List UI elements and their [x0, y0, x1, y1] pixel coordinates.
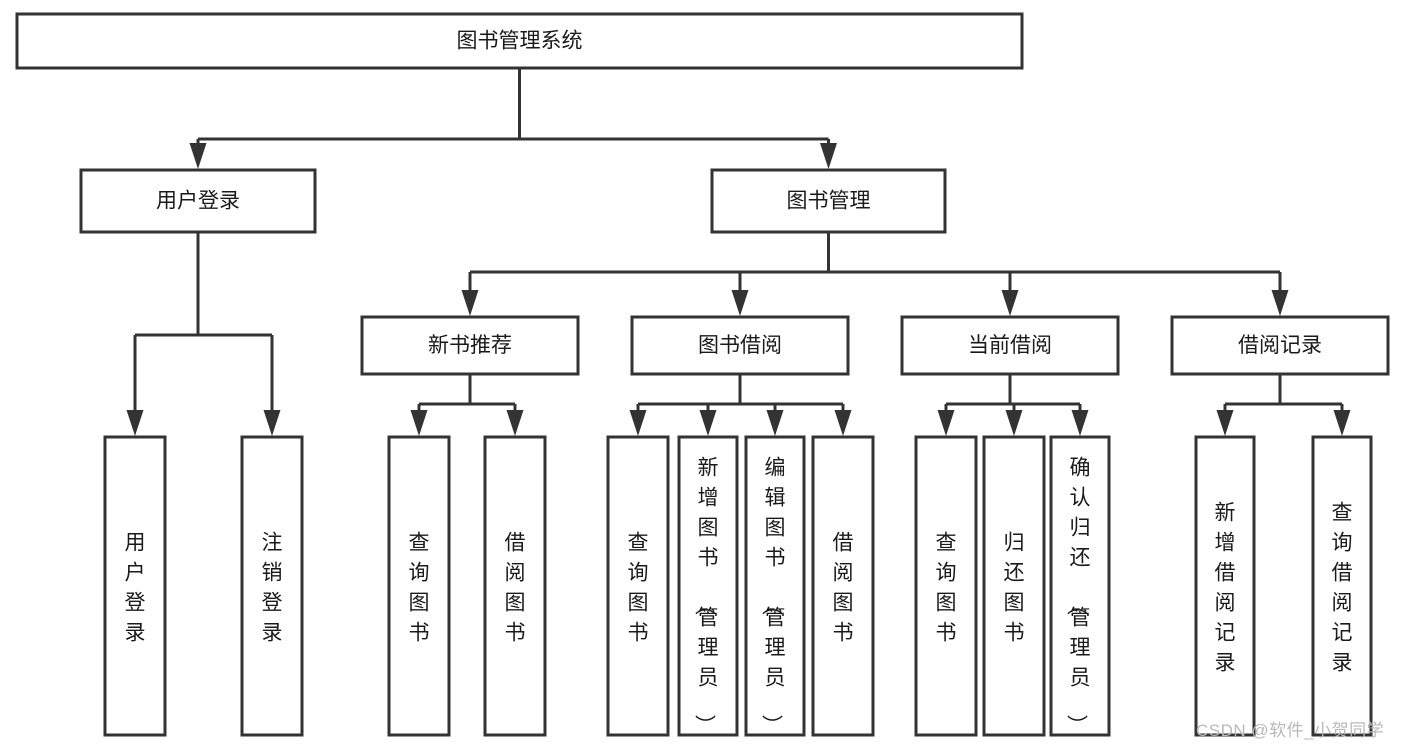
node-leaf-borrow-book-2[interactable]: 借阅图书 — [811, 435, 875, 737]
arrow-head-icon — [937, 410, 955, 436]
arrow-head-icon — [820, 143, 837, 169]
node-label: 查询借阅记录 — [1332, 501, 1353, 674]
node-leaf-user-login[interactable]: 用户登录 — [103, 435, 167, 737]
node-box[interactable] — [677, 435, 739, 737]
node-box[interactable] — [79, 168, 317, 234]
node-leaf-query-borrow-record[interactable]: 查询借阅记录 — [1311, 435, 1373, 737]
node-box[interactable] — [360, 315, 580, 376]
node-root[interactable]: 图书管理系统 — [15, 12, 1024, 70]
node-leaf-borrow-book-1[interactable]: 借阅图书 — [483, 435, 547, 737]
node-box[interactable] — [387, 435, 451, 737]
node-label: 新增图书（管理员） — [693, 456, 719, 735]
connector-group-current-borrow — [937, 374, 1089, 436]
node-book-borrow[interactable]: 图书借阅 — [630, 315, 850, 376]
arrow-head-icon — [410, 410, 428, 436]
node-box[interactable] — [982, 435, 1046, 737]
node-label: 新增借阅记录 — [1215, 501, 1236, 674]
node-current-borrow[interactable]: 当前借阅 — [900, 315, 1120, 376]
node-box[interactable] — [483, 435, 547, 737]
connector-group-user-login — [126, 232, 281, 436]
node-label: 查询图书 — [936, 531, 957, 644]
node-box[interactable] — [103, 435, 167, 737]
node-label: 新书推荐 — [428, 334, 512, 357]
node-leaf-add-borrow-record[interactable]: 新增借阅记录 — [1194, 435, 1256, 737]
arrow-head-icon — [1216, 410, 1234, 436]
node-box[interactable] — [744, 435, 806, 737]
connectors-layer — [126, 68, 1351, 436]
node-box[interactable] — [630, 315, 850, 376]
node-label: 用户登录 — [125, 531, 146, 644]
connector-group-book-borrow — [629, 374, 852, 436]
node-box[interactable] — [1049, 435, 1111, 737]
node-label: 图书管理 — [787, 190, 871, 213]
node-leaf-user-logout[interactable]: 注销登录 — [240, 435, 304, 737]
arrow-head-icon — [629, 410, 647, 436]
csdn-watermark: CSDN @软件_小贺同学 — [1196, 721, 1385, 740]
node-new-book-recommend[interactable]: 新书推荐 — [360, 315, 580, 376]
node-box[interactable] — [900, 315, 1120, 376]
arrow-head-icon — [506, 410, 524, 436]
arrow-head-icon — [834, 410, 852, 436]
connector-group-root — [189, 68, 837, 169]
node-box[interactable] — [1311, 435, 1373, 737]
connector-group-borrow-record — [1216, 374, 1351, 436]
node-label: 编辑图书（管理员） — [760, 456, 786, 735]
node-label: 借阅图书 — [833, 531, 854, 644]
arrow-head-icon — [263, 410, 281, 436]
node-leaf-return-book[interactable]: 归还图书 — [982, 435, 1046, 737]
node-box[interactable] — [1194, 435, 1256, 737]
node-box[interactable] — [15, 12, 1024, 70]
node-label: 查询图书 — [409, 531, 430, 644]
node-label: 图书管理系统 — [457, 30, 583, 53]
arrow-head-icon — [699, 410, 717, 436]
arrow-head-icon — [1071, 410, 1089, 436]
node-box[interactable] — [914, 435, 978, 737]
node-label: 图书借阅 — [698, 334, 782, 357]
node-label: 借阅记录 — [1238, 334, 1322, 357]
node-box[interactable] — [606, 435, 670, 737]
arrow-head-icon — [1271, 290, 1289, 316]
node-leaf-query-book-1[interactable]: 查询图书 — [387, 435, 451, 737]
node-label: 用户登录 — [156, 190, 240, 213]
node-label: 借阅图书 — [505, 531, 526, 644]
node-box[interactable] — [710, 168, 947, 234]
node-label: 查询图书 — [628, 531, 649, 644]
node-user-login[interactable]: 用户登录 — [79, 168, 317, 234]
node-box[interactable] — [1170, 315, 1390, 376]
arrow-head-icon — [461, 290, 479, 316]
node-label: 当前借阅 — [968, 334, 1052, 357]
connector-group-new-book-recommend — [410, 374, 524, 436]
node-leaf-query-book-3[interactable]: 查询图书 — [914, 435, 978, 737]
node-leaf-add-book[interactable]: 新增图书（管理员） — [677, 435, 739, 737]
node-book-manage[interactable]: 图书管理 — [710, 168, 947, 234]
node-leaf-query-book-2[interactable]: 查询图书 — [606, 435, 670, 737]
node-box[interactable] — [240, 435, 304, 737]
node-label: 确认归还（管理员） — [1065, 456, 1091, 735]
node-leaf-confirm-return[interactable]: 确认归还（管理员） — [1049, 435, 1111, 737]
node-label: 归还图书 — [1004, 531, 1025, 644]
arrow-head-icon — [189, 143, 207, 169]
node-label: 注销登录 — [262, 531, 283, 644]
node-leaf-edit-book[interactable]: 编辑图书（管理员） — [744, 435, 806, 737]
arrow-head-icon — [731, 290, 749, 316]
nodes-layer: 图书管理系统用户登录图书管理新书推荐图书借阅当前借阅借阅记录用户登录注销登录查询… — [15, 12, 1390, 737]
node-box[interactable] — [811, 435, 875, 737]
arrow-head-icon — [1005, 410, 1023, 436]
arrow-head-icon — [126, 410, 144, 436]
arrow-head-icon — [766, 410, 784, 436]
connector-group-book-manage — [461, 232, 1289, 316]
node-borrow-record[interactable]: 借阅记录 — [1170, 315, 1390, 376]
arrow-head-icon — [1333, 410, 1351, 436]
arrow-head-icon — [1001, 290, 1019, 316]
